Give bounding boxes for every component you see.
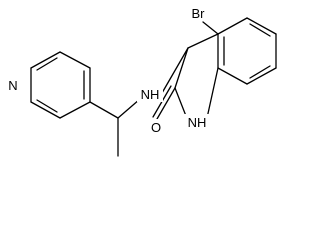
bond	[174, 87, 187, 117]
bond	[36, 57, 58, 71]
bond	[217, 17, 248, 35]
atom-labels: Br NH NH O N	[6, 5, 210, 135]
carbonyl-oxygen-label: O	[151, 120, 161, 135]
bond	[117, 98, 141, 119]
bromine-label: Br	[192, 6, 206, 21]
chemical-structure-diagram: Br NH NH O N	[6, 5, 277, 157]
bond	[217, 67, 248, 85]
lactam-nh-label: NH	[188, 115, 207, 130]
pyridine-nitrogen-label: N	[8, 78, 17, 93]
bond	[59, 101, 91, 119]
bond-lines	[30, 17, 277, 157]
bond	[89, 101, 119, 119]
bond	[59, 51, 91, 69]
bond	[30, 51, 61, 69]
bond	[249, 65, 271, 79]
bond	[246, 67, 277, 85]
amine-nh-label: NH	[141, 87, 160, 102]
bond	[202, 21, 219, 35]
bond	[174, 47, 189, 89]
bond	[36, 99, 58, 113]
bond	[187, 33, 219, 49]
bond	[246, 17, 277, 35]
bond	[161, 47, 189, 94]
bond	[206, 67, 219, 119]
bond	[249, 23, 271, 37]
bond	[30, 101, 61, 119]
bond	[156, 87, 176, 120]
